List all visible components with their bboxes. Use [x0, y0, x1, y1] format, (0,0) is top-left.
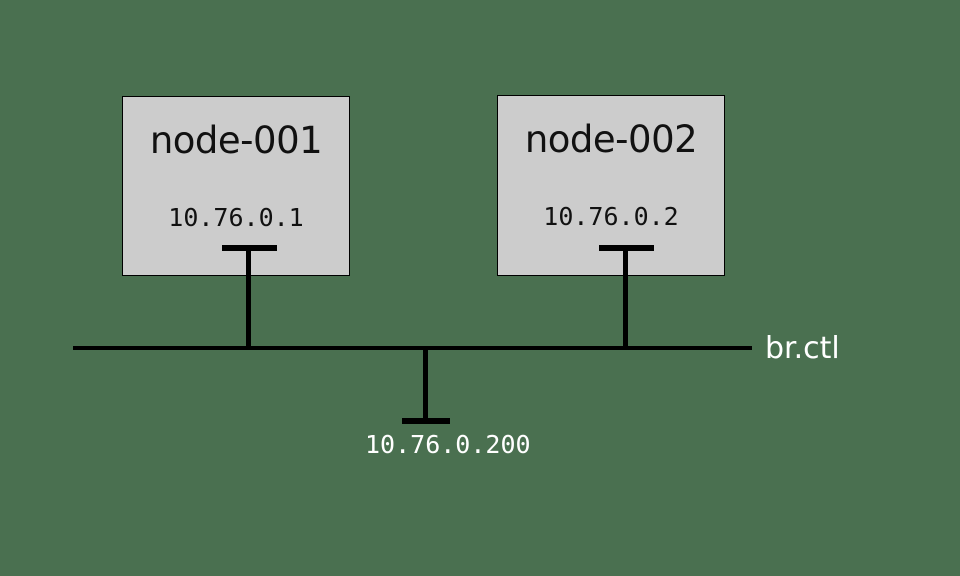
node-ip-node-001: 10.76.0.1 — [168, 203, 304, 232]
tap-stem-bridge-ip — [423, 348, 428, 424]
node-ip-node-002: 10.76.0.2 — [543, 202, 679, 231]
tap-stem-node-002 — [623, 247, 628, 348]
tap-stem-node-001 — [246, 247, 251, 348]
bus-name-label: br.ctl — [765, 331, 840, 366]
bus-line — [73, 346, 752, 350]
node-title-node-002: node-002 — [524, 118, 698, 161]
bus-ip-label: 10.76.0.200 — [365, 430, 531, 459]
tap-bar-bridge-ip-icon — [402, 418, 450, 424]
node-title-node-001: node-001 — [149, 119, 323, 162]
